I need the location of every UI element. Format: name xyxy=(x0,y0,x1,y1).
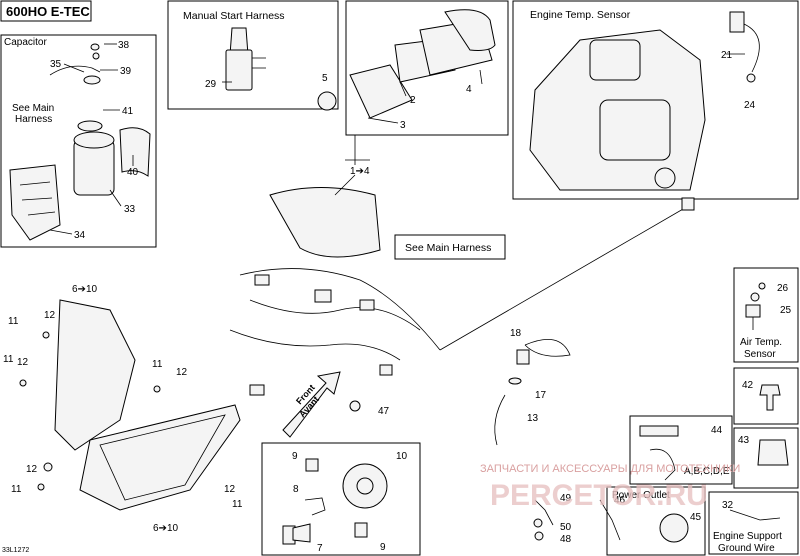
ground-wire-label-1: Engine Support xyxy=(713,531,782,542)
callout-7: 7 xyxy=(317,543,323,554)
callout-38: 38 xyxy=(118,40,130,51)
callout-6-10-bottom: 6➔10 xyxy=(153,523,179,534)
callout-5: 5 xyxy=(322,73,328,84)
watermark-text: ЗАПЧАСТИ И АКСЕССУАРЫ ДЛЯ МОТОТЕХНИКИ xyxy=(480,463,740,475)
gauge-panel xyxy=(345,0,509,136)
ground-wire-panel xyxy=(708,491,799,555)
callout-47: 47 xyxy=(378,406,390,417)
ground-wire-label-2: Ground Wire xyxy=(718,543,775,554)
gauge-parts xyxy=(317,9,496,124)
watermark-logo: PERCETOR.RU xyxy=(490,479,708,512)
see-main-label-top: See Main xyxy=(12,103,54,114)
callout-49: 49 xyxy=(560,493,572,504)
capacitor-parts xyxy=(9,43,151,241)
callout-50: 50 xyxy=(560,522,572,533)
callout-11-d: 11 xyxy=(11,484,22,495)
callout-39: 39 xyxy=(120,66,132,77)
callout-46: 46 xyxy=(614,495,626,506)
callout-8: 8 xyxy=(293,484,299,495)
engine-temp-title: Engine Temp. Sensor xyxy=(530,9,631,21)
callout-35: 35 xyxy=(50,59,62,70)
part-42-panel xyxy=(733,367,799,425)
callout-2: 2 xyxy=(410,95,416,106)
callout-11-a: 11 xyxy=(8,316,19,327)
air-temp-label-2: Sensor xyxy=(744,349,776,360)
document-code: 33L1272 xyxy=(2,547,29,554)
power-outlet-title: Power Outlet xyxy=(612,490,670,501)
callout-17: 17 xyxy=(535,390,547,401)
callout-42: 42 xyxy=(742,380,754,391)
callout-9-a: 9 xyxy=(292,451,298,462)
headlamp-illustration xyxy=(19,299,361,511)
callout-11-c: 11 xyxy=(152,359,163,370)
capacitor-panel xyxy=(0,34,157,248)
see-main-harness-box xyxy=(394,234,506,260)
callout-9-b: 9 xyxy=(380,542,386,553)
callout-6-10-top: 6➔10 xyxy=(72,284,98,295)
callout-29: 29 xyxy=(205,79,217,90)
callout-12-c: 12 xyxy=(176,367,188,378)
air-temp-panel xyxy=(733,267,799,363)
abcde-label: A,B,C,D,E xyxy=(684,466,730,477)
callout-33: 33 xyxy=(124,204,136,215)
callout-43: 43 xyxy=(738,435,750,446)
callout-18: 18 xyxy=(510,328,522,339)
callout-41: 41 xyxy=(122,106,134,117)
engine-illustration xyxy=(529,11,760,191)
callout-11-b: 11 xyxy=(3,354,14,365)
misc-right-parts xyxy=(494,282,789,543)
callout-25: 25 xyxy=(780,305,792,316)
see-main-label-bottom: Harness xyxy=(15,114,52,125)
callout-13: 13 xyxy=(527,413,539,424)
callout-21: 21 xyxy=(721,50,733,61)
callout-44: 44 xyxy=(711,425,723,436)
bulb-parts xyxy=(282,458,388,545)
callout-34: 34 xyxy=(74,230,86,241)
manual-start-title: Manual Start Harness xyxy=(183,10,285,22)
callout-1-4: 1➔4 xyxy=(350,166,370,177)
manual-start-harness-part xyxy=(222,27,266,91)
callout-32: 32 xyxy=(722,500,734,511)
callout-40: 40 xyxy=(127,167,139,178)
capacitor-title: Capacitor xyxy=(4,37,47,48)
callout-10: 10 xyxy=(396,451,408,462)
callout-11-e: 11 xyxy=(232,499,243,510)
power-outlet-panel xyxy=(606,486,706,556)
model-title-box xyxy=(0,0,92,22)
callout-26: 26 xyxy=(777,283,789,294)
callout-12-a: 12 xyxy=(44,310,56,321)
main-harness-illustration xyxy=(229,135,695,396)
engine-temp-panel xyxy=(512,0,799,200)
callout-12-e: 12 xyxy=(224,484,236,495)
callout-24: 24 xyxy=(744,100,756,111)
headlamp-bulb-panel xyxy=(261,442,421,556)
callout-3: 3 xyxy=(400,120,406,131)
model-title: 600HO E-TEC xyxy=(6,4,90,19)
manual-start-panel xyxy=(167,0,339,110)
callout-45: 45 xyxy=(690,512,702,523)
front-direction-arrow: Front Avant xyxy=(282,371,341,438)
callout-48: 48 xyxy=(560,534,572,545)
see-main-harness-label: See Main Harness xyxy=(405,242,491,254)
callout-12-b: 12 xyxy=(17,357,29,368)
callout-4: 4 xyxy=(466,84,472,95)
sealant-panel xyxy=(629,415,733,485)
part-43-panel xyxy=(733,427,799,489)
air-temp-label-1: Air Temp. xyxy=(740,337,782,348)
callout-12-d: 12 xyxy=(26,464,38,475)
